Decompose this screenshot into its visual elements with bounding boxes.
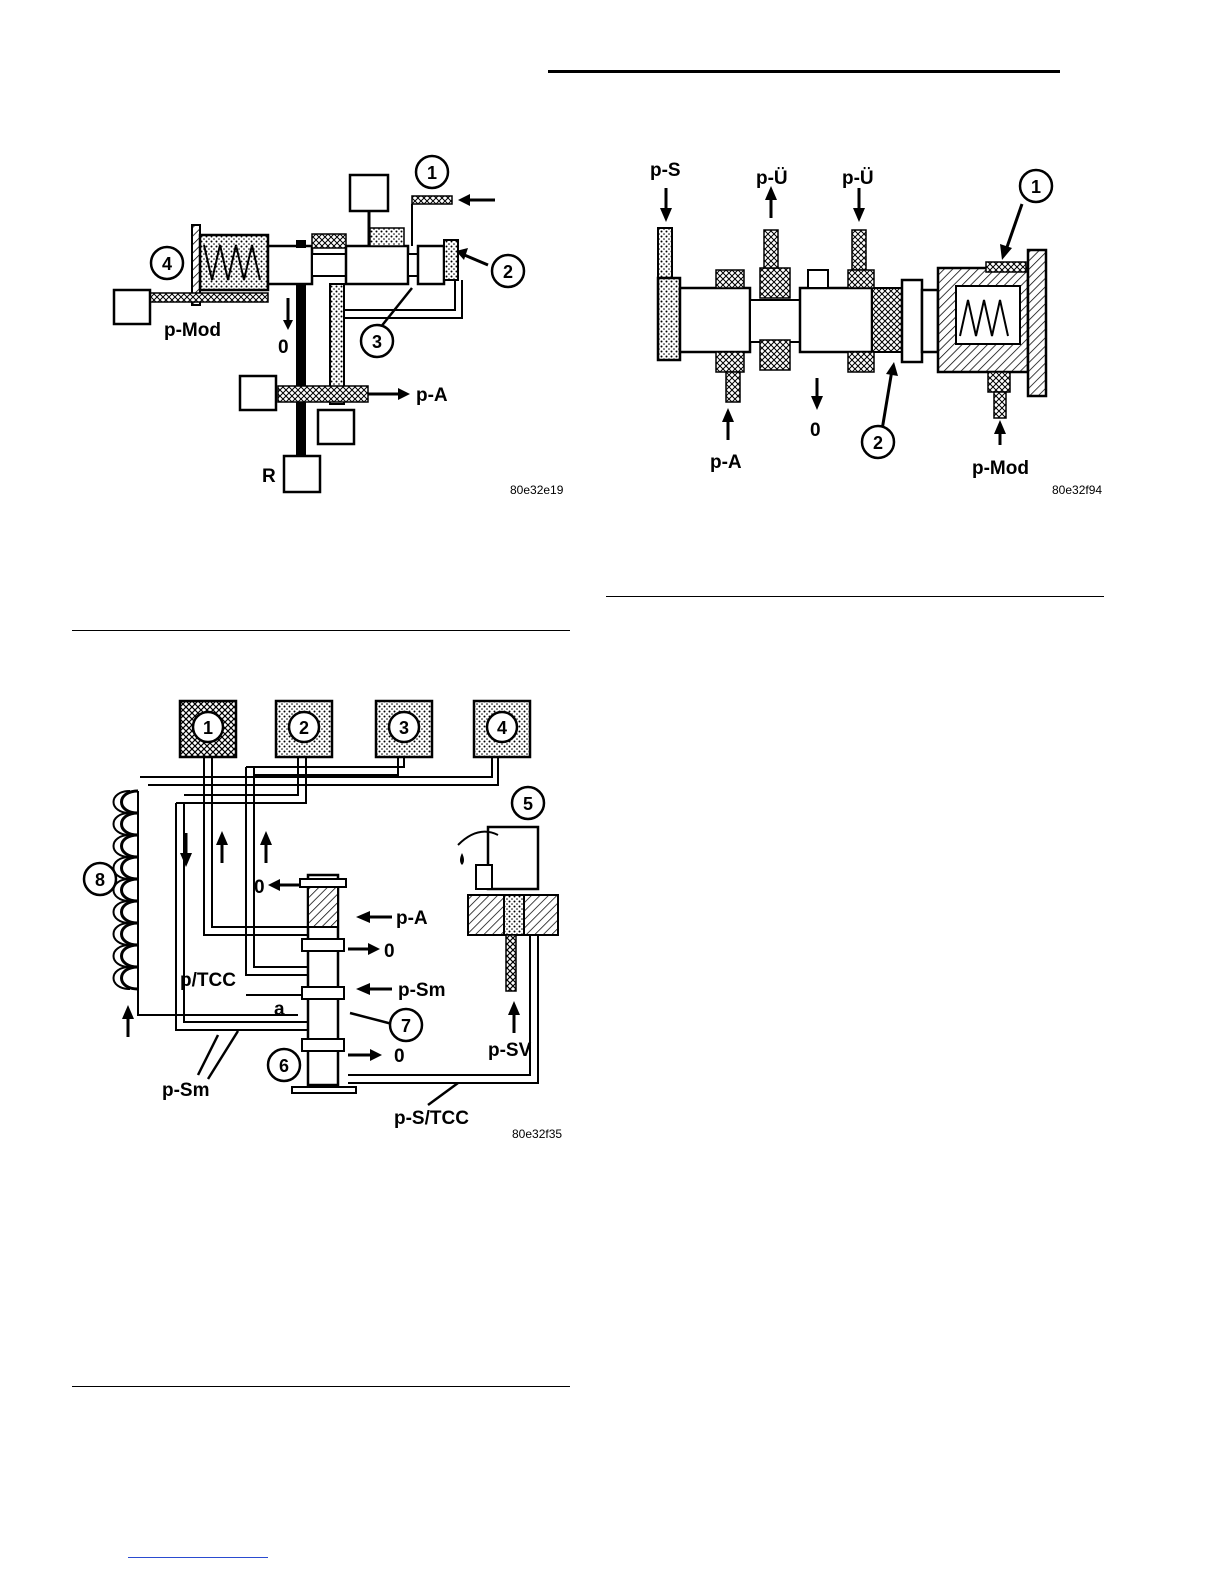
callout-2: 2: [873, 433, 883, 453]
figure-code: 80e32e19: [510, 483, 564, 497]
callout-4: 4: [497, 718, 507, 738]
figure-valve-diagram-2: 1 2 p-S p-Ü p-Ü p-A 0 p-Mod 80e32f94: [630, 150, 1100, 510]
label-p-a: p-A: [416, 385, 448, 406]
label-p-sv: p-SV: [488, 1040, 532, 1061]
callout-5: 5: [523, 794, 533, 814]
figure-valve-diagram-1: 1 2 3 4 p-Mod 0 p-A R 80e32e19: [100, 150, 580, 500]
callout-8: 8: [95, 870, 105, 890]
label-p-s-tcc: p-S/TCC: [394, 1108, 469, 1129]
callout-1: 1: [1031, 177, 1041, 197]
label-p-u-2: p-Ü: [842, 168, 874, 189]
label-p-s: p-S: [650, 160, 681, 181]
label-a: a: [274, 999, 285, 1020]
label-zero-top: 0: [254, 877, 265, 898]
label-p-a: p-A: [710, 452, 742, 473]
footer-link-underline[interactable]: [128, 1557, 268, 1558]
label-p-a: p-A: [396, 908, 428, 929]
label-p-sm-right: p-Sm: [398, 980, 446, 1001]
label-p-u-1: p-Ü: [756, 168, 788, 189]
label-p-tcc: p/TCC: [180, 970, 236, 991]
callout-6: 6: [279, 1056, 289, 1076]
callout-4: 4: [162, 254, 172, 274]
figure-code: 80e32f35: [512, 1127, 562, 1141]
label-p-mod: p-Mod: [164, 320, 221, 341]
callout-2: 2: [503, 262, 513, 282]
label-zero: 0: [810, 420, 821, 441]
callout-2: 2: [299, 718, 309, 738]
top-right-rule: [548, 70, 1060, 73]
label-zero-low: 0: [394, 1046, 405, 1067]
label-p-sm-left: p-Sm: [162, 1080, 210, 1101]
figure-code: 80e32f94: [1052, 483, 1102, 497]
mid-right-rule: [606, 596, 1104, 597]
bottom-left-rule: [72, 1386, 570, 1387]
callout-1: 1: [203, 718, 213, 738]
figure-tcc-circuit-diagram: 1 2 3 4 5 6 7 8 0 p-A 0 p/TCC p-Sm a 0 p…: [78, 695, 578, 1150]
label-p-mod: p-Mod: [972, 458, 1029, 479]
label-r: R: [262, 466, 276, 487]
callout-3: 3: [372, 332, 382, 352]
callout-1: 1: [427, 163, 437, 183]
label-zero-mid: 0: [384, 941, 395, 962]
label-zero: 0: [278, 337, 289, 358]
callout-7: 7: [401, 1016, 411, 1036]
mid-left-rule: [72, 630, 570, 631]
callout-3: 3: [399, 718, 409, 738]
